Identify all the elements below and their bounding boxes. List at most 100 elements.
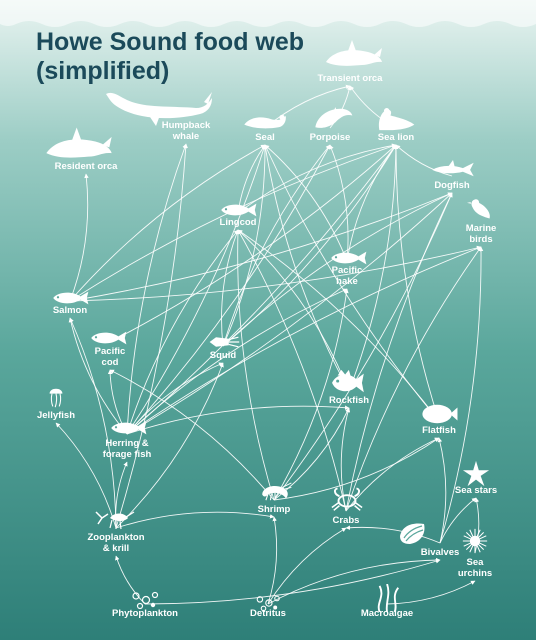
label-line: Sea lion [378,132,415,143]
label-herring: Herring &forage fish [103,438,152,460]
label-transient-orca: Transient orca [318,73,384,84]
label-line: whale [172,131,199,142]
link-squid-to-lingcod [221,229,239,347]
label-salmon: Salmon [53,305,88,316]
link-salmon-to-resident-orca [69,173,89,302]
label-line: & krill [103,543,129,554]
feeding-links [55,84,484,605]
label-line: Crabs [333,515,360,526]
label-seal: Seal [255,132,275,143]
label-jellyfish: Jellyfish [37,410,75,421]
label-line: Transient orca [318,73,384,84]
link-salmon-to-seal [69,144,266,302]
label-line: Lingcod [220,217,257,228]
label-crabs: Crabs [333,515,360,526]
link-bivalves-to-flatfish [437,437,447,544]
link-herring-to-marine-birds [126,246,482,435]
label-line: Sea stars [455,485,497,496]
link-herring-to-porpoise [126,144,331,435]
link-shrimp-to-flatfish [273,437,440,501]
label-line: Marine [466,223,497,234]
label-line: Flatfish [422,425,456,436]
label-lingcod: Lingcod [220,217,257,228]
link-shrimp-to-lingcod [235,229,275,501]
link-zooplankton-to-shrimp [115,511,275,529]
link-shrimp-to-pacific-hake [273,288,349,501]
label-detritus: Detritus [250,608,286,619]
label-line: Herring & [105,438,148,449]
link-squid-to-dogfish [222,192,453,347]
label-line: birds [469,234,492,245]
label-line: Bivalves [421,547,460,558]
link-zooplankton-to-salmon [69,317,117,529]
label-line: Detritus [250,608,286,619]
label-line: Humpback [162,120,211,131]
link-herring-to-lingcod [126,229,239,435]
link-rockfish-to-sea-lion [348,144,399,392]
link-crabs-to-marine-birds [345,246,482,512]
link-zooplankton-to-squid [115,362,224,529]
label-line: cod [102,357,119,368]
link-squid-to-seal [222,144,268,347]
label-sea-stars: Sea stars [455,485,497,496]
label-resident-orca: Resident orca [55,161,119,172]
label-macroalgae: Macroalgae [361,608,413,619]
label-line: urchins [458,568,492,579]
label-line: Dogfish [434,180,470,191]
link-bivalves-to-marine-birds [439,246,484,544]
link-herring-to-salmon [68,317,128,435]
link-herring-to-squid [126,362,224,435]
link-shrimp-to-dogfish [273,192,453,501]
title-line-1: Howe Sound food web [36,28,305,56]
link-herring-to-dogfish [126,192,453,435]
link-sea-urchins-to-sea-stars [474,497,480,554]
sea-surface-wave [0,0,536,27]
link-crabs-to-lingcod [237,229,347,512]
label-sea-lion: Sea lion [378,132,415,143]
link-phytoplankton-to-bivalves [144,559,441,605]
link-flatfish-to-sea-lion [393,144,440,422]
link-crabs-to-flatfish [345,437,440,512]
label-line: Resident orca [55,161,119,172]
label-line: Macroalgae [361,608,413,619]
link-pacific-hake-to-porpoise [329,144,349,262]
link-crabs-to-rockfish [340,407,351,512]
link-pacific-hake-to-seal [264,144,348,262]
link-lingcod-to-sea-lion [237,143,397,214]
label-bivalves: Bivalves [421,547,460,558]
link-herring-to-rockfish [126,405,350,435]
label-line: Phytoplankton [112,608,178,619]
link-squid-to-porpoise [222,144,331,347]
link-pacific-hake-to-sea-lion [346,144,397,262]
sea-urchin-icon [462,528,488,554]
link-shrimp-to-pacific-cod [109,369,275,501]
link-crabs-to-dogfish [345,192,453,512]
link-phytoplankton-to-zooplankton [115,555,146,605]
link-herring-to-sea-lion [126,144,397,435]
label-zooplankton: Zooplankton& krill [88,532,145,554]
label-line: Pacific [332,265,363,276]
label-line: Seal [255,132,275,143]
link-pacific-cod-to-sea-lion [109,144,397,343]
link-zooplankton-to-jellyfish [55,422,117,529]
label-rockfish: Rockfish [329,395,369,406]
link-herring-to-pacific-hake [126,288,348,435]
link-herring-to-seal [126,144,266,435]
label-line: Rockfish [329,395,369,406]
label-line: Jellyfish [37,410,75,421]
link-bivalves-to-sea-stars [439,497,477,544]
label-line: Pacific [95,346,126,357]
link-rockfish-to-seal [263,144,350,392]
label-dogfish: Dogfish [434,180,470,191]
link-bivalves-to-crabs [345,525,441,544]
label-line: Sea [467,557,485,568]
label-squid: Squid [210,350,237,361]
